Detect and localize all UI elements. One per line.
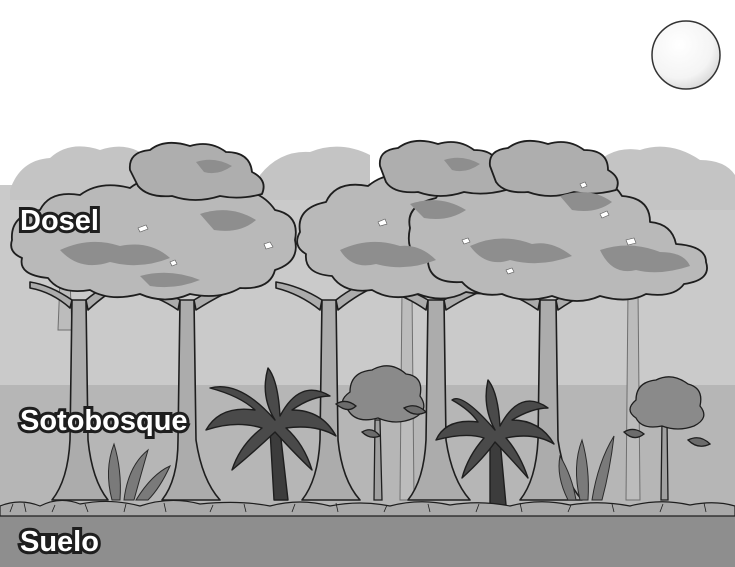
crown-top-middle	[380, 141, 508, 196]
forest-floor-layer-label: Suelo	[20, 528, 99, 557]
understory-layer-label: Sotobosque	[20, 407, 188, 436]
crown-top-left	[130, 143, 264, 200]
sun-icon	[652, 21, 720, 89]
crown-top-right	[490, 141, 618, 196]
canopy-layer-label: Dosel	[20, 207, 99, 236]
